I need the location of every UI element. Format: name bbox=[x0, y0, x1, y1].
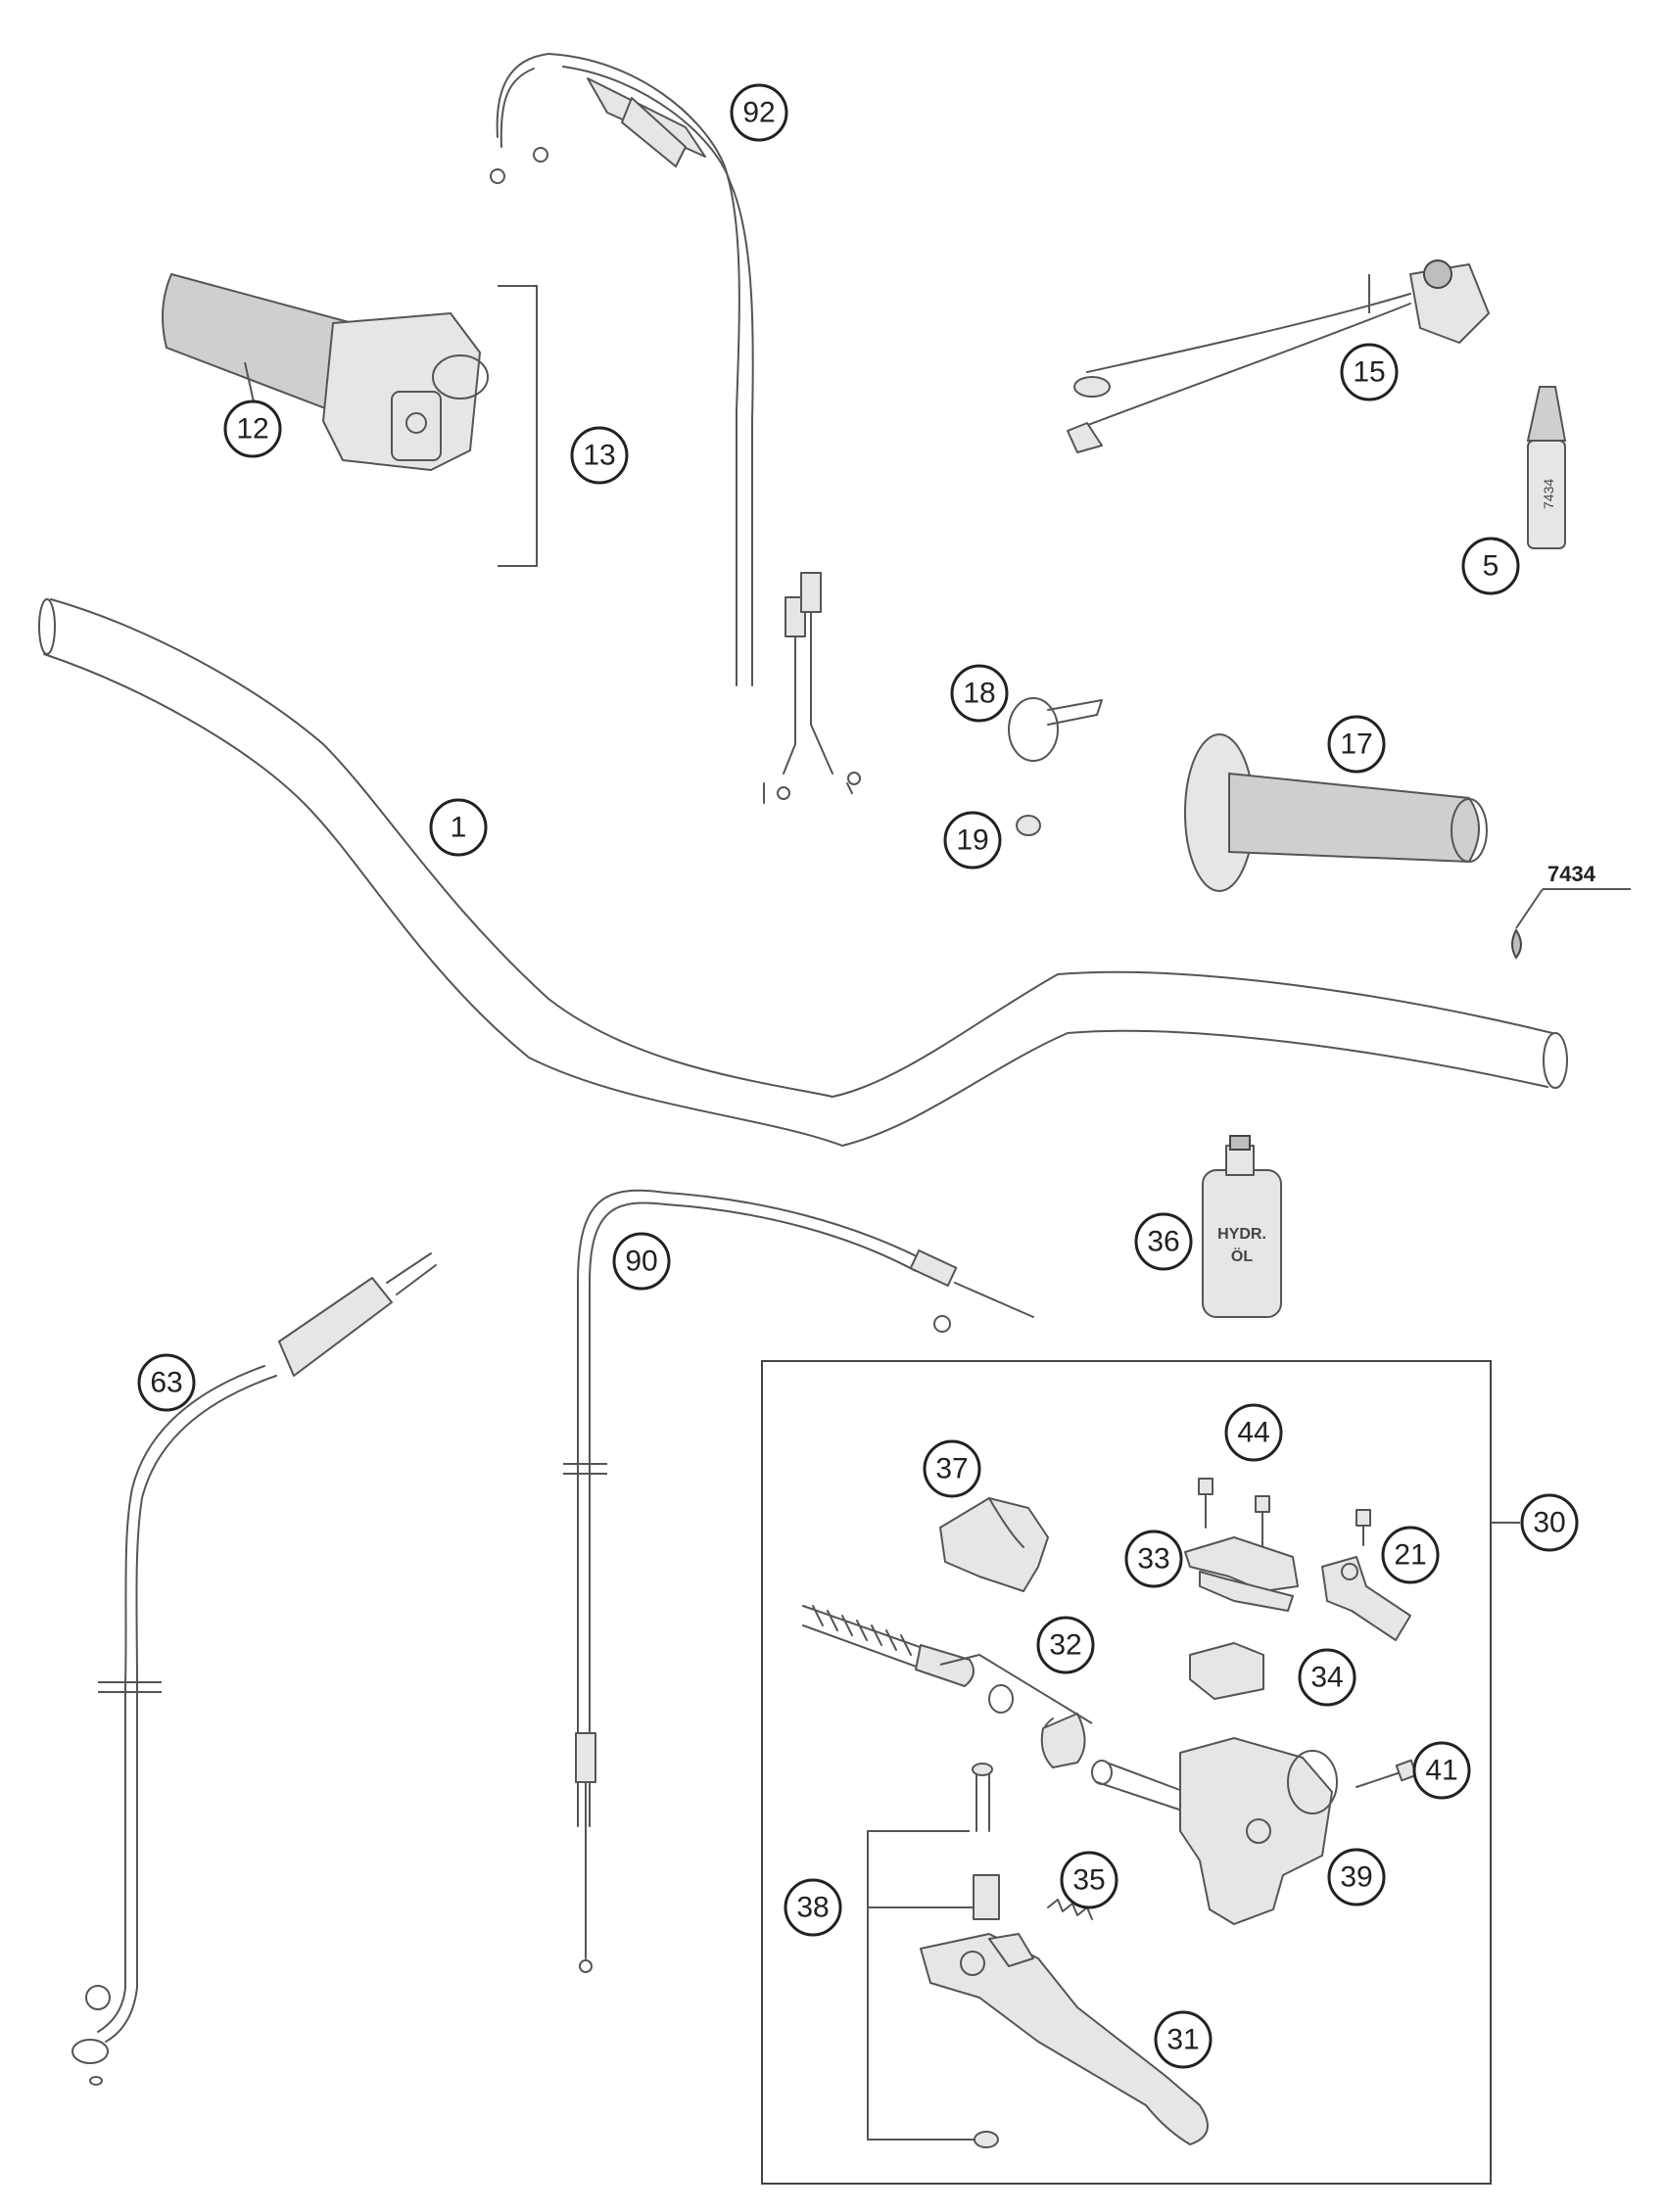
svg-text:37: 37 bbox=[935, 1453, 968, 1485]
svg-text:15: 15 bbox=[1353, 356, 1385, 389]
callout-13: 13 bbox=[570, 426, 629, 485]
svg-text:90: 90 bbox=[625, 1246, 657, 1278]
callout-44: 44 bbox=[1224, 1403, 1283, 1462]
svg-text:44: 44 bbox=[1237, 1417, 1269, 1449]
svg-text:30: 30 bbox=[1533, 1507, 1565, 1539]
svg-text:39: 39 bbox=[1340, 1861, 1372, 1894]
reservoir-gasket bbox=[1189, 1642, 1264, 1700]
callout-92: 92 bbox=[730, 83, 788, 142]
callout-34: 34 bbox=[1298, 1648, 1356, 1707]
svg-text:12: 12 bbox=[236, 413, 268, 446]
svg-text:33: 33 bbox=[1137, 1543, 1169, 1576]
tube-code-label: 7434 bbox=[1541, 479, 1556, 509]
clutch-lever bbox=[920, 1933, 1209, 2145]
callout-36: 36 bbox=[1134, 1212, 1193, 1271]
callout-90: 90 bbox=[612, 1232, 671, 1291]
handlebar bbox=[38, 598, 1568, 1147]
master-piston bbox=[802, 1605, 1093, 1768]
clutch-master-cylinder-kit-box bbox=[761, 1360, 1492, 2185]
svg-text:21: 21 bbox=[1394, 1539, 1426, 1572]
svg-text:18: 18 bbox=[963, 678, 995, 710]
clutch-cable bbox=[563, 1189, 1034, 1973]
callout-1: 1 bbox=[429, 798, 488, 857]
callout-35: 35 bbox=[1060, 1851, 1118, 1909]
callout-37: 37 bbox=[923, 1439, 981, 1498]
callout-18: 18 bbox=[950, 664, 1009, 723]
reservoir-cover bbox=[1184, 1536, 1299, 1612]
svg-text:5: 5 bbox=[1483, 550, 1499, 583]
svg-text:35: 35 bbox=[1072, 1864, 1105, 1897]
svg-text:19: 19 bbox=[956, 824, 988, 857]
lever-pivot-parts bbox=[867, 1763, 1000, 2148]
bottle-label-line1: HYDR. bbox=[1217, 1226, 1266, 1243]
svg-text:63: 63 bbox=[150, 1367, 182, 1399]
handlebar-clamp bbox=[939, 1497, 1049, 1592]
svg-text:34: 34 bbox=[1310, 1662, 1343, 1694]
callout-38: 38 bbox=[784, 1878, 842, 1937]
threadlock-marker: 7434 bbox=[1511, 862, 1631, 960]
callout-32: 32 bbox=[1036, 1616, 1095, 1674]
clamp-bolt bbox=[1356, 1759, 1418, 1788]
callout-39: 39 bbox=[1327, 1848, 1386, 1906]
svg-text:36: 36 bbox=[1147, 1226, 1179, 1258]
threadlock-code-label: 7434 bbox=[1547, 862, 1596, 886]
throttle-grip bbox=[162, 272, 538, 567]
hydraulic-oil-bottle: HYDR. ÖL bbox=[1202, 1135, 1282, 1318]
callout-19: 19 bbox=[943, 811, 1002, 870]
svg-text:38: 38 bbox=[796, 1892, 829, 1924]
svg-text:31: 31 bbox=[1166, 2024, 1199, 2056]
bottle-label-line2: ÖL bbox=[1231, 1247, 1253, 1265]
svg-text:1: 1 bbox=[451, 812, 467, 844]
master-cylinder-body bbox=[1091, 1737, 1338, 1925]
svg-text:92: 92 bbox=[742, 97, 775, 129]
svg-text:32: 32 bbox=[1049, 1629, 1081, 1662]
callout-21: 21 bbox=[1381, 1526, 1440, 1584]
callout-17: 17 bbox=[1327, 715, 1386, 774]
svg-text:41: 41 bbox=[1425, 1755, 1457, 1787]
svg-text:13: 13 bbox=[583, 440, 615, 472]
cover-screws bbox=[1198, 1478, 1270, 1548]
speedometer-cable bbox=[71, 1252, 437, 2086]
callout-15: 15 bbox=[1340, 343, 1399, 401]
callout-5: 5 bbox=[1461, 537, 1520, 595]
callout-41: 41 bbox=[1412, 1741, 1471, 1800]
callout-30: 30 bbox=[1520, 1493, 1579, 1552]
adjuster-lever bbox=[1321, 1509, 1411, 1641]
cable-clip bbox=[1016, 815, 1041, 836]
threadlock-tube: 7434 bbox=[1526, 386, 1567, 549]
kill-switch bbox=[1067, 259, 1490, 453]
callout-33: 33 bbox=[1124, 1530, 1183, 1588]
callout-31: 31 bbox=[1154, 2010, 1213, 2069]
callout-12: 12 bbox=[223, 400, 282, 458]
throttle-cables bbox=[490, 53, 861, 804]
svg-text:17: 17 bbox=[1340, 729, 1372, 761]
left-grip bbox=[1184, 733, 1488, 892]
cable-tie bbox=[1008, 697, 1103, 762]
callout-63: 63 bbox=[137, 1353, 196, 1412]
